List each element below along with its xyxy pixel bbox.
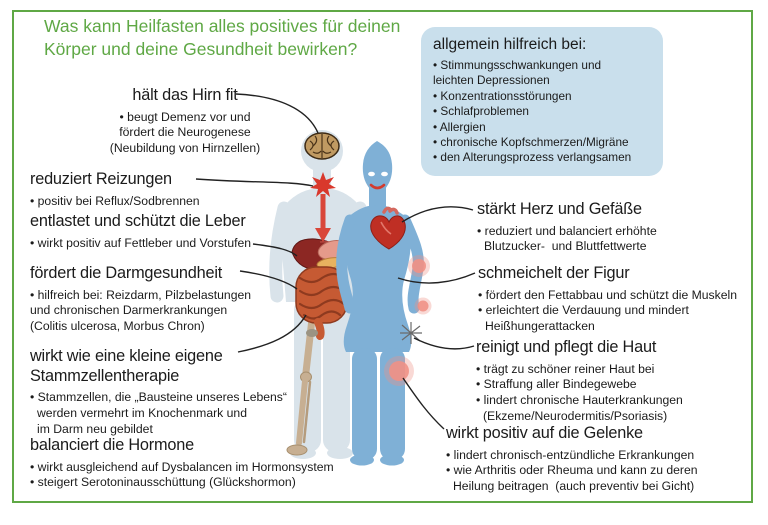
connector-figure <box>397 272 476 284</box>
annotation-stemcells: wirkt wie eine kleine eigene Stammzellen… <box>30 347 287 437</box>
annotation-heading: wirkt positiv auf die Gelenke <box>446 424 643 442</box>
annotation-figure: schmeichelt der Figur • fördert den Fett… <box>478 264 737 335</box>
reflux-arrow-icon <box>315 194 331 242</box>
text-line: • Allergien <box>433 119 486 134</box>
connector-joints <box>402 377 445 430</box>
text-line: • Stimmungsschwankungen und <box>433 58 602 72</box>
annotation-liver: entlastet und schützt die Leber • wirkt … <box>30 212 251 251</box>
text-line: • wirkt ausgleichend auf Dysbalancen im … <box>30 459 334 474</box>
connector-liver <box>252 243 298 257</box>
text-line: (Neubildung von Hirnzellen) <box>109 141 261 156</box>
annotation-heading: reinigt und pflegt die Haut <box>476 338 657 356</box>
text-line: fördert die Neurogenese <box>119 125 251 140</box>
text-line: • beugt Demenz vor und <box>119 109 251 124</box>
annotation-heading: hält das Hirn fit <box>132 86 238 104</box>
annotation-heading: balanciert die Hormone <box>30 436 194 454</box>
star-burst-icon <box>310 172 336 197</box>
annotation-gut: fördert die Darmgesundheit • hilfreich b… <box>30 264 251 335</box>
text-line: • chronische Kopfschmerzen/Migräne <box>433 135 629 150</box>
annotation-lines: • wirkt positiv auf Fettleber und Vorstu… <box>30 236 251 252</box>
text-line: • positiv bei Reflux/Sodbrennen <box>30 193 200 208</box>
text-line: und chronischen Darmerkrankungen <box>30 303 228 318</box>
text-line: • lindert chronisch-entzündliche Erkrank… <box>446 447 695 462</box>
intestines-icon <box>295 266 348 340</box>
text-line: • erleichtert die Verdauung und mindert <box>478 303 689 318</box>
text-line: Heilung beitragen (auch preventiv bei Gi… <box>453 479 695 494</box>
annotation-heart: stärkt Herz und Gefäße • reduziert und b… <box>477 200 657 255</box>
info-box: allgemein hilfreich bei: • Stimmungsschw… <box>421 27 663 176</box>
text-line: Blutzucker- und Bluttfettwerte <box>484 239 647 254</box>
text-line: (Colitis ulcerosa, Morbus Chron) <box>30 319 205 334</box>
text-line: • hilfreich bei: Reizdarm, Pilzbelastung… <box>30 287 252 302</box>
annotation-lines: • Stammzellen, die „Bausteine unseres Le… <box>30 390 287 437</box>
text-line: • Konzentrationsstörungen <box>433 88 572 103</box>
joint-spot-elbow <box>408 255 430 277</box>
annotation-heading: entlastet und schützt die Leber <box>30 212 246 230</box>
text-line: • den Alterungsprozess verlangsamen <box>433 150 632 165</box>
annotation-heading: wirkt wie eine kleine eigene Stammzellen… <box>30 347 223 385</box>
sparkle-icon <box>400 322 422 344</box>
annotation-lines: • wirkt ausgleichend auf Dysbalancen im … <box>30 460 334 492</box>
annotation-reflux: reduziert Reizungen • positiv bei Reflux… <box>30 170 200 209</box>
annotation-joints: wirkt positiv auf die Gelenke • lindert … <box>446 424 698 495</box>
page-title: Was kann Heilfasten alles positives für … <box>44 16 401 59</box>
text-line: • Stammzellen, die „Bausteine unseres Le… <box>30 390 287 405</box>
text-line: (Ekzeme/Neurodermitis/Psoriasis) <box>483 408 668 423</box>
text-line: • reduziert und balanciert erhöhte <box>477 223 657 238</box>
brain-icon <box>304 132 340 160</box>
annotation-lines: • fördert den Fettabbau und schützt die … <box>478 288 737 335</box>
text-line: • steigert Serotoninausschüttung (Glücks… <box>30 475 296 490</box>
connector-stemcells <box>237 314 307 353</box>
text-line: • Schlafproblemen <box>433 104 529 119</box>
joint-spot-knee <box>384 356 414 386</box>
text-line: • lindert chronische Hauterkrankungen <box>476 393 683 408</box>
annotation-skin: reinigt und pflegt die Haut • trägt zu s… <box>476 338 683 425</box>
text-line: Heißhungerattacken <box>485 319 595 334</box>
text-line: leichten Depressionen <box>433 73 550 88</box>
annotation-lines: • trägt zu schöner reiner Haut bei• Stra… <box>476 362 683 425</box>
annotation-lines: • positiv bei Reflux/Sodbrennen <box>30 194 200 210</box>
text-line: • Straffung aller Bindegewebe <box>476 377 637 392</box>
female-silhouette <box>336 141 424 466</box>
annotation-heading: fördert die Darmgesundheit <box>30 264 223 282</box>
heart-icon <box>370 206 406 250</box>
annotation-brain: hält das Hirn fit • beugt Demenz vor und… <box>95 86 275 157</box>
text-line: • wie Arthritis oder Rheuma und kann zu … <box>446 463 698 478</box>
annotation-hormones: balanciert die Hormone • wirkt ausgleich… <box>30 436 334 491</box>
text-line: • trägt zu schöner reiner Haut bei <box>476 361 655 376</box>
connector-intestine <box>239 270 298 290</box>
annotation-heading: reduziert Reizungen <box>30 170 172 188</box>
connector-brain <box>235 93 319 134</box>
text-line: werden vermehrt im Knochenmark und <box>37 405 247 420</box>
text-line: • fördert den Fettabbau und schützt die … <box>478 287 738 302</box>
annotation-heading: stärkt Herz und Gefäße <box>477 200 642 218</box>
info-box-heading: allgemein hilfreich bei: <box>433 36 587 53</box>
connector-heart <box>401 206 474 223</box>
text-line: • wirkt positiv auf Fettleber und Vorstu… <box>30 235 252 250</box>
connector-skin <box>413 337 475 350</box>
connector-reflux <box>195 178 314 187</box>
connector-lines <box>195 93 476 430</box>
annotation-lines: • hilfreich bei: Reizdarm, Pilzbelastung… <box>30 288 251 335</box>
face-icon <box>368 171 388 190</box>
annotation-heading: schmeichelt der Figur <box>478 264 630 282</box>
text-line: im Darm neu gebildet <box>37 421 153 436</box>
joint-spot-hand <box>414 297 432 315</box>
annotation-lines: • lindert chronisch-entzündliche Erkrank… <box>446 448 698 495</box>
